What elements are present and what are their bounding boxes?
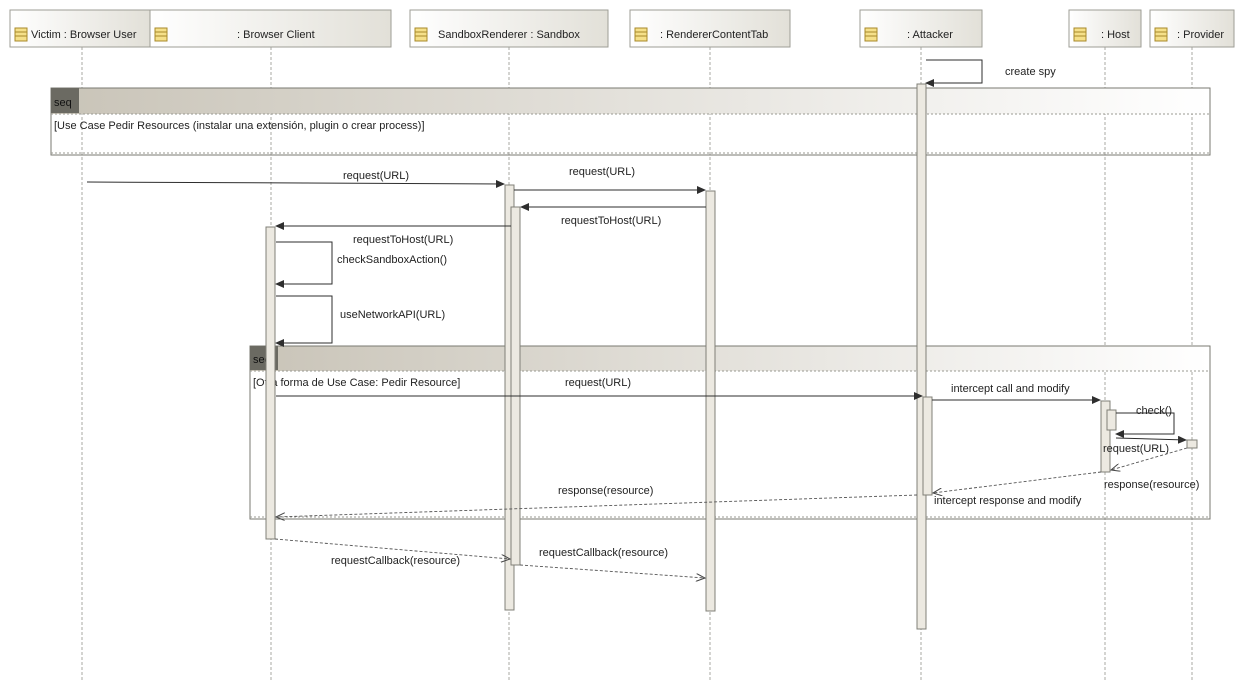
- class-icon: [414, 27, 428, 42]
- message-intercept-response[interactable]: intercept response and modify: [933, 471, 1102, 507]
- lifeline-label: Victim : Browser User: [31, 29, 137, 41]
- message-request-4[interactable]: request(URL): [1103, 435, 1187, 455]
- message-label: request(URL): [569, 166, 635, 178]
- message-label: requestToHost(URL): [353, 234, 453, 246]
- message-request-to-host-1[interactable]: requestToHost(URL): [520, 203, 706, 227]
- message-label: request(URL): [565, 377, 631, 389]
- fragment-guard: [Otra forma de Use Case: Pedir Resource]: [253, 377, 460, 389]
- message-label: create spy: [1005, 66, 1056, 78]
- message-request-callback-2[interactable]: requestCallback(resource): [519, 547, 705, 578]
- combined-fragment-2[interactable]: seq [Otra forma de Use Case: Pedir Resou…: [249, 345, 1211, 520]
- lifeline-label: : Attacker: [907, 29, 953, 41]
- message-request-callback-1[interactable]: requestCallback(resource): [274, 538, 510, 567]
- message-request-to-host-2[interactable]: requestToHost(URL): [275, 222, 511, 246]
- message-response-provider[interactable]: response(resource): [1104, 447, 1199, 491]
- message-request-3[interactable]: request(URL): [276, 377, 923, 400]
- message-label: intercept call and modify: [951, 383, 1070, 395]
- message-label: intercept response and modify: [934, 495, 1082, 507]
- message-label: request(URL): [1103, 443, 1169, 455]
- lifeline-label: : Browser Client: [237, 29, 315, 41]
- message-response-client[interactable]: response(resource): [276, 485, 918, 517]
- lifeline-label: : Host: [1101, 29, 1130, 41]
- lifeline-head-provider[interactable]: : Provider: [1149, 9, 1235, 48]
- message-label: response(resource): [558, 485, 653, 497]
- message-use-network-api[interactable]: useNetworkAPI(URL): [275, 295, 445, 347]
- class-icon: [1073, 27, 1087, 42]
- class-icon: [1154, 27, 1168, 42]
- fragment-operator: seq: [54, 97, 72, 109]
- message-create-spy[interactable]: create spy: [925, 59, 1056, 87]
- lifeline-head-attacker[interactable]: : Attacker: [859, 9, 983, 48]
- message-request-1[interactable]: request(URL): [86, 170, 505, 188]
- lifeline-head-client[interactable]: : Browser Client: [149, 9, 392, 48]
- lifeline-head-renderer[interactable]: : RendererContentTab: [629, 9, 791, 48]
- message-label: response(resource): [1104, 479, 1199, 491]
- class-icon: [864, 27, 878, 42]
- lifeline-label: : RendererContentTab: [660, 29, 768, 41]
- activation-renderer: [705, 190, 716, 612]
- message-check[interactable]: check(): [1115, 405, 1175, 438]
- lifeline-label: SandboxRenderer : Sandbox: [438, 29, 580, 41]
- activation-host: [1100, 400, 1111, 473]
- message-label: check(): [1136, 405, 1172, 417]
- combined-fragment-1[interactable]: seq [Use Case Pedir Resources (instalar …: [50, 87, 1211, 156]
- activation-client: [265, 226, 276, 540]
- message-label: requestToHost(URL): [561, 215, 661, 227]
- message-label: request(URL): [343, 170, 409, 182]
- lifeline-label: : Provider: [1177, 29, 1224, 41]
- message-label: requestCallback(resource): [539, 547, 668, 559]
- lifeline-head-host[interactable]: : Host: [1068, 9, 1142, 48]
- fragment-operator-tab: [51, 88, 79, 113]
- class-icon: [154, 27, 168, 42]
- message-intercept-call[interactable]: intercept call and modify: [932, 383, 1101, 404]
- class-icon: [14, 27, 28, 42]
- activation-host-nested: [1106, 409, 1117, 431]
- class-icon: [634, 27, 648, 42]
- activation-sandbox-nested: [510, 206, 521, 566]
- message-label: useNetworkAPI(URL): [340, 309, 445, 321]
- message-label: checkSandboxAction(): [337, 254, 447, 266]
- message-check-sandbox-action[interactable]: checkSandboxAction(): [275, 241, 447, 288]
- activation-attacker-main: [916, 83, 927, 630]
- message-label: requestCallback(resource): [331, 555, 460, 567]
- activation-provider: [1186, 439, 1198, 449]
- fragment-guard: [Use Case Pedir Resources (instalar una …: [54, 120, 425, 132]
- activation-attacker-nested: [922, 396, 933, 496]
- lifeline-head-victim[interactable]: Victim : Browser User: [9, 9, 151, 48]
- lifeline-head-sandbox[interactable]: SandboxRenderer : Sandbox: [409, 9, 609, 48]
- message-request-2[interactable]: request(URL): [514, 166, 706, 194]
